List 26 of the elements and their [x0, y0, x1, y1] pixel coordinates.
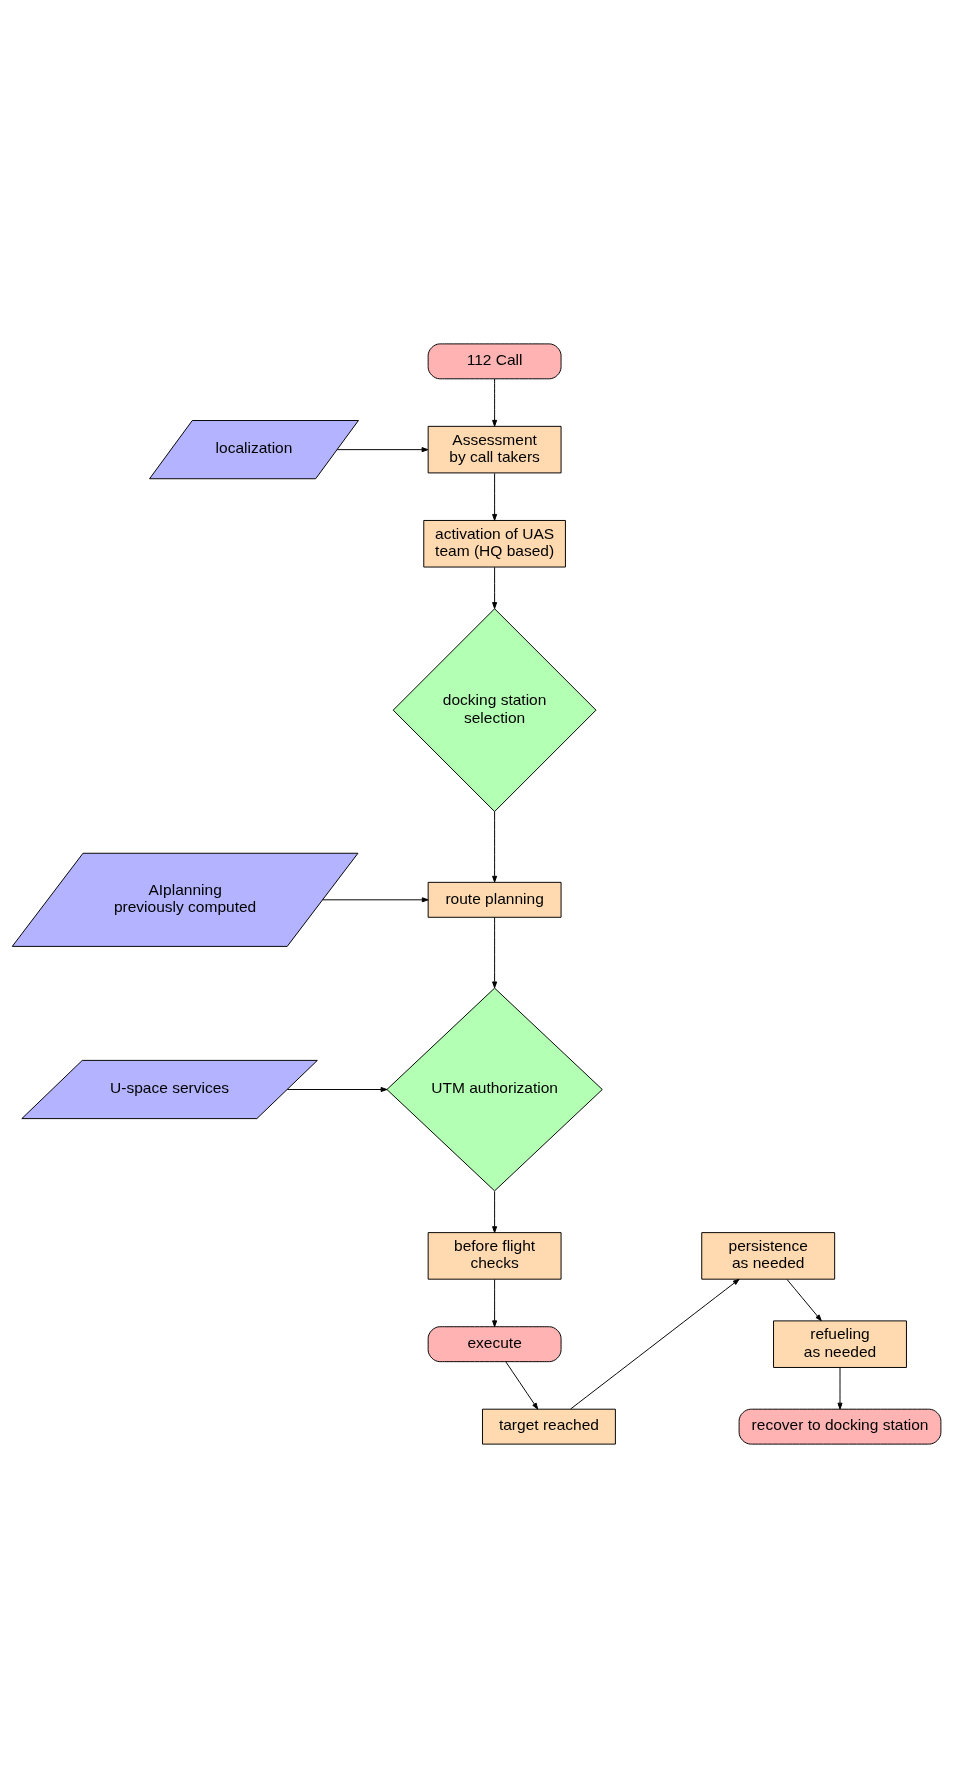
node-box: execute: [427, 1325, 562, 1362]
node-diamond: UTM authorization: [386, 987, 603, 1191]
arrow: [492, 566, 498, 609]
arrow: [492, 1190, 498, 1233]
arrow: [336, 446, 429, 452]
arrow: [505, 1360, 539, 1409]
arrow: [322, 896, 429, 902]
arrow: [492, 916, 498, 988]
arrow: [492, 810, 498, 883]
node-box: route planning: [427, 881, 562, 918]
arrow: [786, 1278, 822, 1321]
node-box: activation of UAS team (HQ based): [423, 519, 566, 567]
arrow: [492, 1278, 498, 1327]
node-box: Assessment by call takers: [427, 425, 562, 473]
node-diamond: docking station selection: [392, 607, 597, 812]
arrow: [492, 472, 498, 521]
arrow: [286, 1086, 388, 1092]
node-box: before flight checks: [427, 1231, 562, 1280]
arrow: [492, 377, 498, 427]
node-box: recover to docking station: [738, 1408, 942, 1445]
arrow: [837, 1366, 843, 1409]
arrow: [570, 1278, 740, 1409]
node-box: target reached: [482, 1408, 616, 1445]
node-box: 112 Call: [427, 342, 562, 379]
node-box: refueling as needed: [773, 1319, 907, 1368]
node-box: persistence as needed: [701, 1231, 836, 1280]
